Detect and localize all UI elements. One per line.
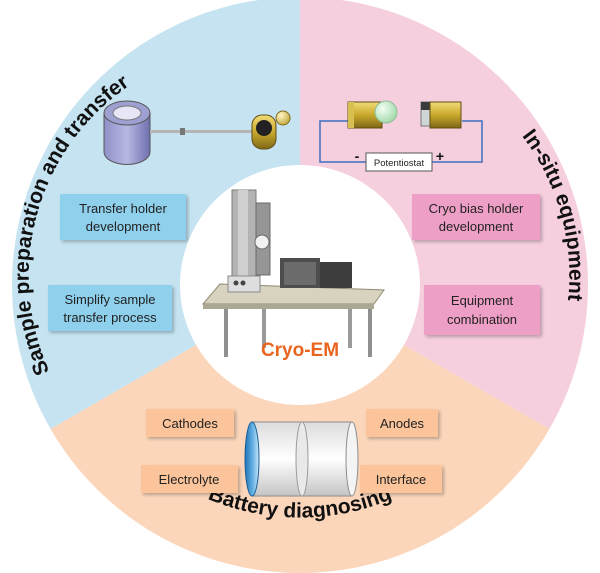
transfer-rod-illustration — [103, 100, 291, 166]
transfer-holder-line-2: development — [86, 219, 161, 234]
cathodes-box: Cathodes — [146, 409, 234, 437]
transfer-holder-box: Transfer holder development — [60, 194, 186, 240]
anodes-box: Anodes — [366, 409, 438, 437]
anodes-label: Anodes — [380, 416, 425, 431]
transfer-holder-line-1: Transfer holder — [79, 201, 167, 216]
plus-sign: + — [436, 148, 444, 164]
cryo-em-microscope-illustration — [201, 189, 385, 357]
potentiostat-label: Potentiostat — [374, 158, 425, 169]
interface-box: Interface — [360, 465, 442, 493]
equipment-combination-line-2: combination — [447, 312, 517, 327]
electrolyte-label: Electrolyte — [159, 472, 220, 487]
cryo-bias-holder-box: Cryo bias holder development — [412, 194, 540, 240]
interface-label: Interface — [376, 472, 427, 487]
equipment-combination-box: Equipment combination — [424, 285, 540, 335]
simplify-transfer-line-1: Simplify sample — [64, 292, 155, 307]
simplify-transfer-box: Simplify sample transfer process — [48, 285, 172, 331]
equipment-combination-line-1: Equipment — [451, 293, 514, 308]
battery-cell-illustration — [244, 421, 359, 497]
cathodes-label: Cathodes — [162, 416, 218, 431]
electrochemical-cell-illustration: Potentiostat - + — [319, 100, 483, 172]
electrolyte-box: Electrolyte — [141, 465, 238, 493]
minus-sign: - — [355, 148, 360, 164]
cryo-bias-line-1: Cryo bias holder — [429, 201, 524, 216]
cryo-bias-line-2: development — [439, 219, 514, 234]
cryo-em-title: Cryo-EM — [261, 340, 339, 361]
simplify-transfer-line-2: transfer process — [63, 310, 157, 325]
